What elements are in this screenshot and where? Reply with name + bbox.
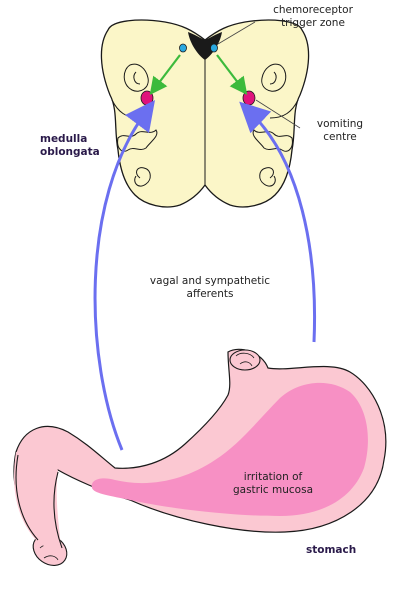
oesophagus-folds xyxy=(235,352,255,367)
vomiting-centre-left xyxy=(140,90,154,106)
afferent-arrow-left xyxy=(93,99,155,451)
stomach-label: stomach xyxy=(306,544,357,556)
ctz-to-vc-arrow-right xyxy=(216,54,248,96)
afferents-label: vagal and sympathetic afferents xyxy=(149,275,271,300)
medulla-oblongata xyxy=(100,19,310,208)
chemoreceptor-leader xyxy=(217,21,256,45)
gastric-mucosa xyxy=(91,382,368,516)
chemoreceptor-dot-left xyxy=(179,43,187,53)
right-lobe-structure xyxy=(261,63,287,92)
left-lobe-structure xyxy=(133,71,141,85)
left-olive-structure xyxy=(117,129,158,152)
trigger-zone-mark xyxy=(188,32,222,60)
right-olive-structure xyxy=(252,129,293,152)
stomach xyxy=(13,348,387,566)
right-lobe-structure xyxy=(269,99,299,119)
duodenum-tube xyxy=(14,452,62,560)
duodenum-edge xyxy=(53,471,63,549)
right-lower-curl xyxy=(259,167,276,187)
medulla-oblongata-label: medulla oblongata xyxy=(40,133,100,158)
chemoreceptor-dot-right xyxy=(210,43,218,53)
ctz-to-vc-arrow-left xyxy=(149,54,181,96)
vomiting-centre-label: vomiting centre xyxy=(316,118,364,143)
duodenum-edge xyxy=(15,454,39,541)
afferent-arrow-right xyxy=(239,101,316,343)
left-lower-curl xyxy=(134,167,151,187)
vomiting-centre-right xyxy=(242,90,256,106)
mucosa-irritation-label: irritation of gastric mucosa xyxy=(232,471,314,496)
chemoreceptor-trigger-zone-label: chemoreceptor trigger zone xyxy=(273,4,353,29)
right-lobe-structure xyxy=(269,71,277,85)
left-lobe-structure xyxy=(123,63,149,92)
